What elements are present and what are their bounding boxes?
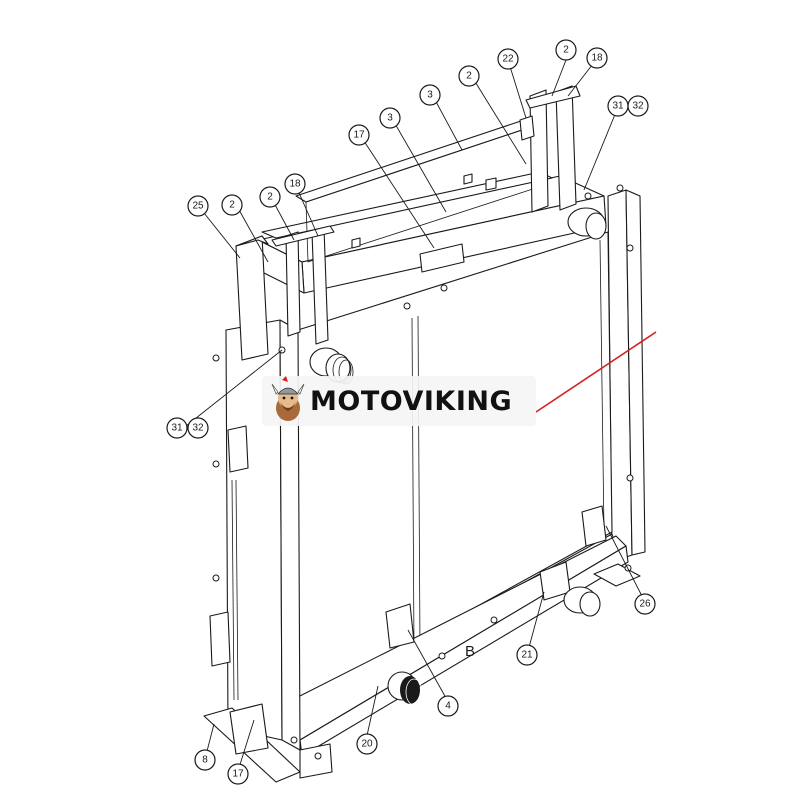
callout-25[interactable]: 25 (187, 195, 209, 217)
callout-label: 18 (591, 53, 603, 64)
callout-2-a[interactable]: 2 (555, 39, 577, 61)
callout-21[interactable]: 21 (516, 644, 538, 666)
callout-label: 2 (466, 71, 472, 82)
callout-20[interactable]: 20 (356, 733, 378, 755)
brand-watermark: MOTOVIKING (262, 376, 536, 426)
callout-label: 3 (427, 90, 433, 101)
callout-2-c[interactable]: 2 (221, 194, 243, 216)
callout-18-a[interactable]: 18 (586, 47, 608, 69)
callout-17-a[interactable]: 17 (348, 124, 370, 146)
callout-32-a[interactable]: 32 (627, 95, 649, 117)
callout-label: 22 (502, 54, 514, 65)
viking-mascot-icon (271, 376, 305, 421)
callout-label: 20 (361, 739, 373, 750)
callout-label: 18 (289, 179, 301, 190)
callout-label: 25 (192, 201, 204, 212)
callout-label: 2 (229, 200, 235, 211)
callout-8[interactable]: 8 (194, 749, 216, 771)
bottom-outlet-ribs (405, 678, 423, 706)
callout-label: 4 (445, 701, 451, 712)
callout-4[interactable]: 4 (437, 695, 459, 717)
callout-18-b[interactable]: 18 (284, 173, 306, 195)
callout-label: 2 (563, 45, 569, 56)
callout-label: 17 (232, 769, 244, 780)
callout-31-a[interactable]: 31 (607, 95, 629, 117)
leader-lines (185, 59, 645, 772)
callout-17-b[interactable]: 17 (227, 763, 249, 785)
bolts (212, 184, 634, 760)
callout-label: 3 (387, 113, 393, 124)
callout-32-b[interactable]: 32 (187, 417, 209, 439)
callout-label: 21 (521, 650, 533, 661)
callout-label: 32 (632, 101, 644, 112)
callout-26[interactable]: 26 (634, 593, 656, 615)
section-marker: B (465, 643, 475, 660)
callout-2-d[interactable]: 2 (259, 186, 281, 208)
callout-label: 8 (202, 755, 208, 766)
callout-label: 2 (267, 192, 273, 203)
callout-label: 31 (171, 423, 183, 434)
callout-2-b[interactable]: 2 (458, 65, 480, 87)
watermark-accent-line (535, 331, 657, 413)
callout-label: 17 (353, 130, 365, 141)
brand-name: MOTOVIKING (310, 385, 513, 417)
callout-3-b[interactable]: 3 (379, 107, 401, 129)
callout-label: 32 (192, 423, 204, 434)
callout-22[interactable]: 22 (497, 48, 519, 70)
callout-3-a[interactable]: 3 (419, 84, 441, 106)
callout-label: 31 (612, 101, 624, 112)
radiator-assembly (203, 85, 646, 783)
rail-tabs (351, 173, 497, 249)
callout-label: 26 (639, 599, 651, 610)
callout-bubbles: 2 18 22 2 3 31 32 17 3 25 2 (166, 39, 656, 785)
callout-31-b[interactable]: 31 (166, 417, 188, 439)
